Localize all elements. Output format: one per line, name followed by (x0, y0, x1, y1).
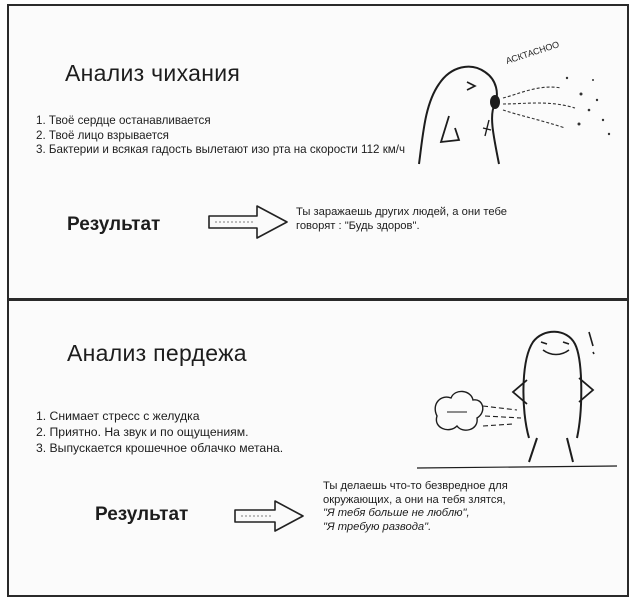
sneeze-point-3: 3. Бактерии и всякая гадость вылетают из… (36, 143, 405, 156)
sneeze-points: 1. Твоё сердце останавливается 2. Твоё л… (36, 114, 405, 158)
sneeze-result-arrow-icon (208, 205, 288, 239)
sneeze-result-text: Ты заражаешь других людей, а они тебе го… (296, 206, 507, 233)
sneeze-point-2: 2. Твоё лицо взрывается (36, 128, 169, 142)
fart-result-line-1: Ты делаешь что-то безвредное для (323, 480, 508, 492)
fart-result-text: Ты делаешь что-то безвредное для окружаю… (323, 480, 508, 534)
sneeze-panel: Анализ чихания 1. Твоё сердце останавлив… (9, 6, 627, 298)
fart-points: 1. Снимает стресс с желудка 2. Приятно. … (36, 408, 283, 456)
sneeze-point-1: 1. Твоё сердце останавливается (36, 114, 211, 127)
fart-result-label: Результат (95, 504, 189, 525)
sneezing-character-icon: АСКТАСНОО (418, 39, 611, 165)
sneeze-result-line-1: Ты заражаешь других людей, а они тебе (296, 206, 507, 218)
fart-point-2: 2. Приятно. На звук и по ощущениям. (36, 425, 249, 439)
fart-point-1: 1. Снимает стресс с желудка (36, 409, 200, 423)
panel-divider (9, 298, 627, 301)
fart-panel: Анализ пердежа 1. Снимает стресс с желуд… (9, 302, 627, 597)
fart-point-3: 3. Выпускается крошечное облачко метана. (36, 441, 284, 455)
fart-result-line-2: окружающих, а они на тебя злятся, (323, 493, 506, 506)
sneeze-title: Анализ чихания (65, 60, 241, 86)
sneeze-result-line-2: говорят : "Будь здоров". (296, 219, 420, 232)
fart-result-arrow-icon (234, 500, 304, 532)
sneeze-sound-text: АСКТАСНОО (505, 39, 561, 66)
fart-result-quote-1: "Я тебя больше не люблю", (323, 507, 470, 519)
fart-result-quote-2: "Я требую развода". (323, 520, 432, 533)
comic-frame: Анализ чихания 1. Твоё сердце останавлив… (7, 4, 629, 597)
sneeze-result-label: Результат (67, 214, 161, 235)
farting-character-icon (417, 330, 617, 469)
fart-title: Анализ пердежа (67, 340, 247, 366)
